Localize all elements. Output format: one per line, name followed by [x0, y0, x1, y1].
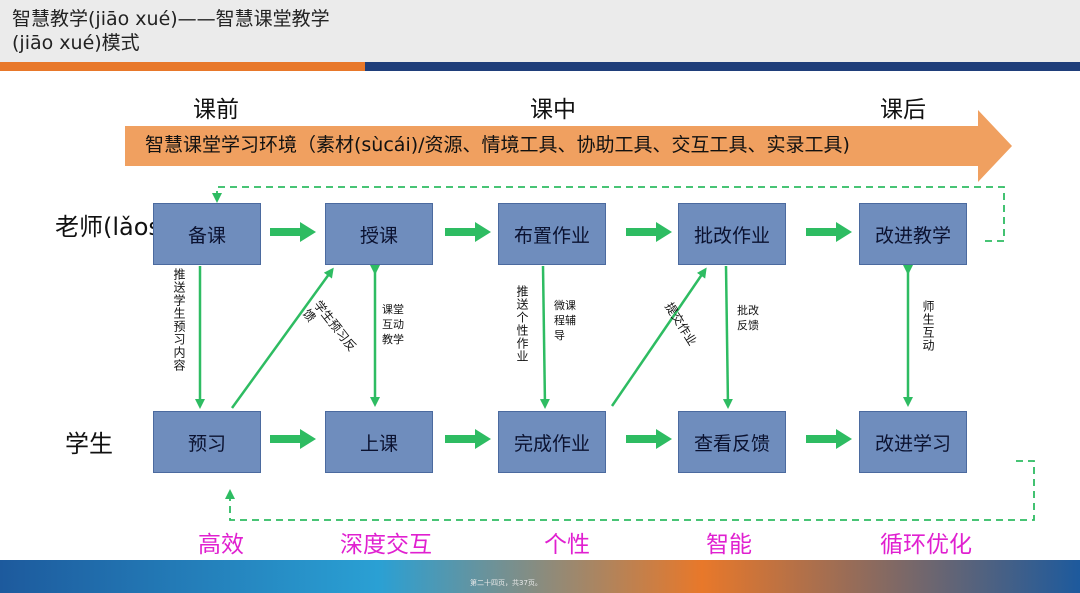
student-step-preview: 预习	[153, 411, 261, 473]
slide-title-line1: 智慧教学(jiāo xué)——智慧课堂教学	[12, 8, 330, 30]
teacher-step-label: 布置作业	[513, 224, 590, 247]
environment-arrow-shape	[125, 110, 1012, 182]
title-rule-navy	[365, 62, 1080, 71]
arrow-assign-to-grade	[626, 222, 672, 242]
teacher-step-prepare: 备课	[153, 203, 261, 265]
teacher-step-improve: 改进教学	[859, 203, 967, 265]
arrow-grade-to-improve	[806, 222, 852, 242]
student-step-homework: 完成作业	[498, 411, 606, 473]
teacher-step-grade: 批改作业	[678, 203, 786, 265]
keyword-personalized: 个性	[544, 532, 590, 558]
keyword-intelligent: 智能	[706, 532, 752, 558]
phase-before-class: 课前	[193, 97, 239, 123]
title-band: 智慧教学(jiāo xué)——智慧课堂教学 (jiāo xué)模式	[0, 0, 1080, 62]
teacher-step-label: 授课	[359, 224, 398, 247]
keyword-cyclic-optimization: 循环优化	[880, 532, 972, 558]
title-rule-orange	[0, 62, 365, 71]
label-push-homework: 推送个性作业	[515, 285, 529, 363]
arrow-feedback-to-improve	[806, 429, 852, 449]
teacher-step-label: 备课	[187, 224, 226, 247]
teacher-step-label: 改进教学	[874, 224, 951, 247]
label-push-preview: 推送学生预习内容	[172, 268, 186, 372]
teacher-flow-arrows	[270, 222, 852, 242]
slide-title-line2: (jiāo xué)模式	[12, 32, 140, 54]
keyword-deep-interaction: 深度交互	[340, 532, 432, 558]
label-micro-lesson: 微课程辅导	[554, 299, 576, 342]
student-step-label: 完成作业	[513, 432, 590, 455]
phase-during-class: 课中	[530, 97, 576, 123]
student-step-feedback: 查看反馈	[678, 411, 786, 473]
label-classroom-interaction: 课堂互动教学	[382, 303, 404, 346]
student-step-label: 上课	[359, 432, 398, 455]
teacher-step-teach: 授课	[325, 203, 433, 265]
role-student: 学生	[65, 430, 113, 458]
keyword-efficient: 高效	[198, 532, 244, 558]
arrow-teach-to-assign	[445, 222, 491, 242]
phase-after-class: 课后	[880, 97, 926, 123]
connector-push-homework	[539, 265, 550, 409]
environment-arrow-label: 智慧课堂学习环境（素材(sùcái)/资源、情境工具、协助工具、交互工具、实录工…	[145, 134, 850, 156]
label-grading-feedback: 批改反馈	[737, 304, 759, 332]
arrow-class-to-homework	[445, 429, 491, 449]
arrow-homework-to-feedback	[626, 429, 672, 449]
footer-band	[0, 560, 1080, 593]
student-step-label: 改进学习	[874, 432, 951, 455]
connector-submit-homework	[610, 267, 707, 407]
label-teacher-student-interaction: 师生互动	[921, 300, 935, 352]
connector-preview-feedback	[230, 267, 334, 409]
teacher-step-label: 批改作业	[693, 224, 770, 247]
arrow-preview-to-class	[270, 429, 316, 449]
student-step-label: 预习	[187, 432, 226, 455]
dashed-loop-top	[212, 186, 1005, 242]
student-step-improve: 改进学习	[859, 411, 967, 473]
dashed-loop-bottom	[225, 460, 1035, 521]
student-step-class: 上课	[325, 411, 433, 473]
page-note: 第二十四页，共37页。	[470, 579, 542, 587]
arrow-prep-to-teach	[270, 222, 316, 242]
teacher-step-assign: 布置作业	[498, 203, 606, 265]
connector-grading-feedback	[722, 265, 733, 409]
student-step-label: 查看反馈	[693, 432, 770, 455]
student-flow-arrows	[270, 429, 852, 449]
slide-title: 智慧教学(jiāo xué)——智慧课堂教学 (jiāo xué)模式	[12, 7, 330, 55]
